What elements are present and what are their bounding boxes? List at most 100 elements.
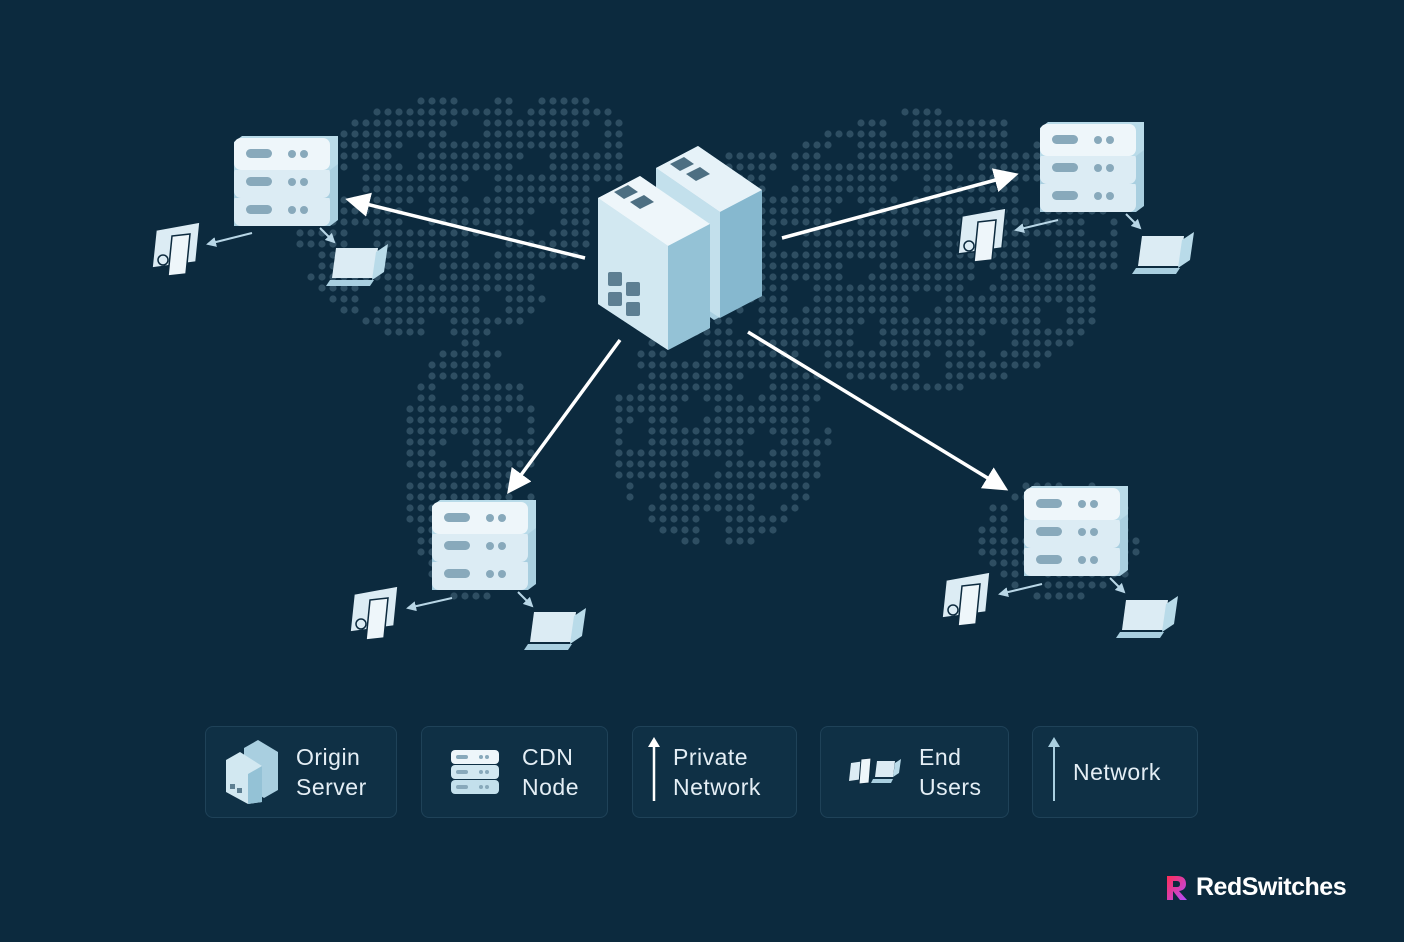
map-dot — [1000, 295, 1008, 303]
map-dot — [1022, 207, 1030, 215]
map-dot — [758, 515, 766, 523]
map-dot — [428, 416, 436, 424]
map-dot — [527, 405, 535, 413]
map-dot — [615, 394, 623, 402]
map-dot — [582, 207, 590, 215]
map-dot — [637, 405, 645, 413]
map-dot — [417, 537, 425, 545]
map-dot — [703, 438, 711, 446]
map-dot — [1022, 284, 1030, 292]
map-dot — [626, 460, 634, 468]
map-dot — [362, 207, 370, 215]
map-dot — [945, 361, 953, 369]
map-dot — [571, 152, 579, 160]
map-dot — [648, 515, 656, 523]
map-dot — [857, 130, 865, 138]
map-dot — [923, 339, 931, 347]
map-dot — [1011, 196, 1019, 204]
map-dot — [670, 394, 678, 402]
map-dot — [813, 185, 821, 193]
map-dot — [1033, 361, 1041, 369]
map-dot — [406, 405, 414, 413]
map-dot — [461, 416, 469, 424]
map-dot — [824, 361, 832, 369]
map-dot — [1000, 350, 1008, 358]
map-dot — [373, 130, 381, 138]
map-dot — [560, 185, 568, 193]
map-dot — [912, 119, 920, 127]
map-dot — [560, 196, 568, 204]
map-dot — [439, 273, 447, 281]
map-dot — [1033, 207, 1041, 215]
map-dot — [494, 416, 502, 424]
map-dot — [747, 515, 755, 523]
map-dot — [725, 317, 733, 325]
map-dot — [461, 251, 469, 259]
map-dot — [703, 383, 711, 391]
map-dot — [901, 218, 909, 226]
map-dot — [527, 427, 535, 435]
map-dot — [1011, 207, 1019, 215]
map-dot — [494, 218, 502, 226]
map-dot — [417, 295, 425, 303]
map-dot — [582, 196, 590, 204]
map-dot — [483, 449, 491, 457]
map-dot — [362, 163, 370, 171]
map-dot — [879, 284, 887, 292]
map-dot — [351, 152, 359, 160]
map-dot — [769, 328, 777, 336]
map-dot — [582, 229, 590, 237]
map-dot — [428, 471, 436, 479]
map-dot — [1000, 141, 1008, 149]
map-dot — [527, 295, 535, 303]
map-dot — [824, 284, 832, 292]
map-dot — [417, 416, 425, 424]
map-dot — [428, 229, 436, 237]
map-dot — [824, 350, 832, 358]
map-dot — [450, 350, 458, 358]
map-dot — [945, 262, 953, 270]
map-dot — [395, 108, 403, 116]
map-dot — [538, 130, 546, 138]
map-dot — [934, 141, 942, 149]
map-dot — [450, 427, 458, 435]
map-dot — [890, 141, 898, 149]
map-dot — [978, 306, 986, 314]
map-dot — [648, 449, 656, 457]
map-dot — [978, 152, 986, 160]
map-dot — [978, 119, 986, 127]
map-dot — [857, 196, 865, 204]
map-dot — [1077, 306, 1085, 314]
map-dot — [1022, 339, 1030, 347]
map-dot — [637, 394, 645, 402]
map-dot — [549, 240, 557, 248]
map-dot — [439, 141, 447, 149]
map-dot — [406, 262, 414, 270]
map-dot — [813, 174, 821, 182]
map-dot — [1077, 328, 1085, 336]
map-dot — [703, 361, 711, 369]
map-dot — [406, 504, 414, 512]
map-dot — [648, 471, 656, 479]
map-dot — [615, 152, 623, 160]
map-dot — [824, 174, 832, 182]
map-dot — [791, 460, 799, 468]
private-network-arrows — [345, 168, 1019, 494]
map-dot — [725, 152, 733, 160]
map-dot — [516, 218, 524, 226]
map-dot — [791, 163, 799, 171]
map-dot — [945, 240, 953, 248]
map-dot — [318, 240, 326, 248]
map-dot — [461, 383, 469, 391]
map-dot — [879, 174, 887, 182]
map-dot — [1033, 284, 1041, 292]
map-dot — [736, 350, 744, 358]
map-dot — [1088, 273, 1096, 281]
map-dot — [318, 273, 326, 281]
map-dot — [923, 174, 931, 182]
map-dot — [857, 174, 865, 182]
map-dot — [538, 295, 546, 303]
map-dot — [395, 141, 403, 149]
map-dot — [769, 471, 777, 479]
